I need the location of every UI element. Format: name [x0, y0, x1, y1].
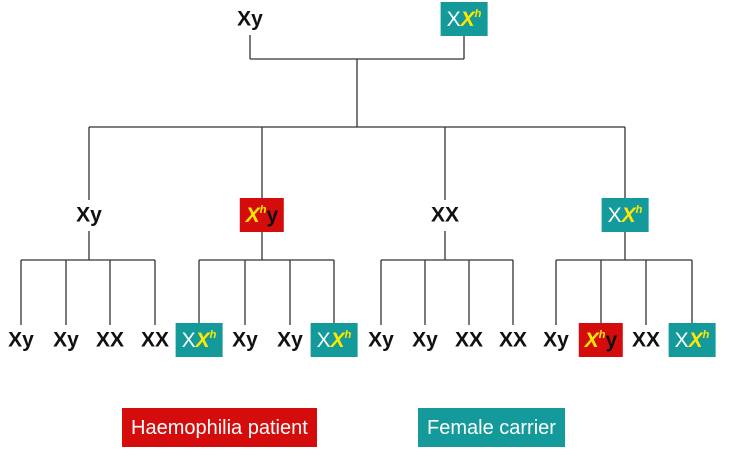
grandchild-node-3-2: Xy [412, 328, 438, 352]
child-node-1: Xy [76, 203, 102, 227]
father-node: Xy [237, 7, 263, 31]
grandchild-node-1-2: Xy [53, 328, 79, 352]
grandchild-node-3-1: Xy [368, 328, 394, 352]
child-node-4: XXh [601, 198, 649, 232]
grandchild-node-4-2: Xhy [578, 323, 624, 357]
grandchild-node-1-3: XX [95, 328, 125, 352]
mother-node: XXh [440, 2, 488, 36]
grandchild-node-2-1: XXh [175, 323, 223, 357]
grandchild-node-3-3: XX [454, 328, 484, 352]
grandchild-node-2-3: Xy [277, 328, 303, 352]
legend-haemophilia-patient: Haemophilia patient [122, 408, 317, 447]
grandchild-node-4-4: XXh [668, 323, 716, 357]
grandchild-node-4-1: Xy [543, 328, 569, 352]
grandchild-node-2-2: Xy [232, 328, 258, 352]
grandchild-node-4-3: XX [631, 328, 661, 352]
grandchild-node-1-1: Xy [8, 328, 34, 352]
child-node-2: Xhy [239, 198, 285, 232]
grandchild-node-1-4: XX [140, 328, 170, 352]
legend-female-carrier: Female carrier [418, 408, 565, 447]
grandchild-node-3-4: XX [498, 328, 528, 352]
grandchild-node-2-4: XXh [310, 323, 358, 357]
child-node-3: XX [430, 203, 460, 227]
